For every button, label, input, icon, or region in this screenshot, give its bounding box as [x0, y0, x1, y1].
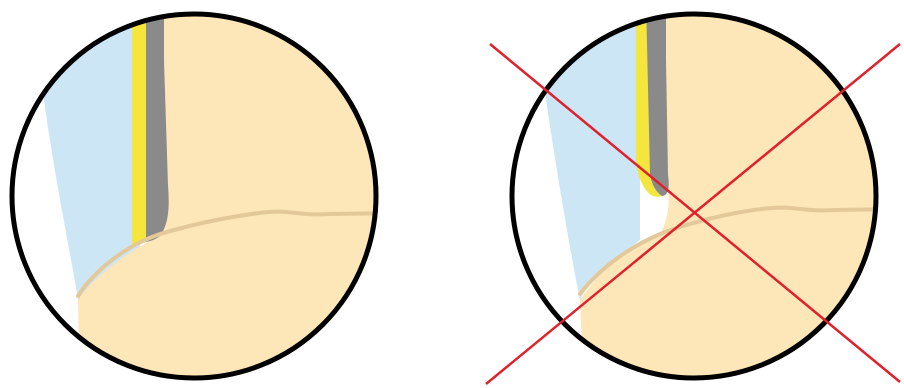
yellow-strip [132, 0, 146, 248]
